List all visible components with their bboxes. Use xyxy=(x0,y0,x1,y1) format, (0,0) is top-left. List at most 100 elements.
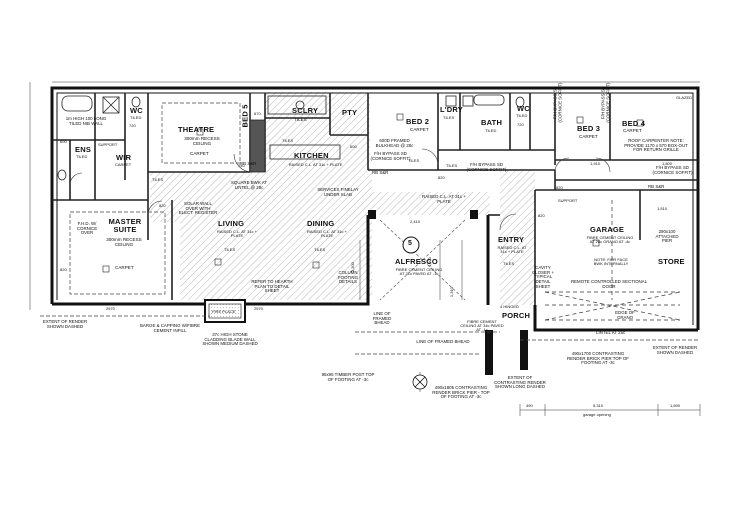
room-sclry: SCLRY xyxy=(292,106,319,115)
room-bed4: BED 4 xyxy=(622,119,646,128)
note-fh-bypass-5: F/H BYPASS SD (CORNICE SOFFIT) xyxy=(652,165,693,175)
fireplace xyxy=(204,299,246,323)
note-timber-post: 95x95 TIMBER POST TOP OF FOOTING AT -3c xyxy=(321,372,375,382)
room-porch: PORCH xyxy=(502,311,531,320)
note-render-pier: 490x1700 CONTRASTING RENDER BRICK PIER T… xyxy=(567,351,629,366)
note-hinged-door: 4 HINGED xyxy=(500,304,519,309)
note-line-framed-2: LINE OF FRAMED BHEAD xyxy=(416,339,470,344)
sclry-floor: TILES xyxy=(294,117,307,122)
tiles-hall2: TILES xyxy=(446,163,458,168)
room-ens: ENS xyxy=(75,145,92,154)
garage-door xyxy=(544,200,681,321)
dim-720b: 720 xyxy=(517,122,524,127)
living-floor: TILES xyxy=(224,247,236,252)
kitchen-ceiling: RAISED C.L. AT 31c + PLATE xyxy=(288,162,343,167)
room-theatre: THEATRE xyxy=(178,125,215,134)
ldry-floor: TILES xyxy=(443,115,455,120)
room-wir: WIR xyxy=(116,153,132,162)
master-floor: CARPET xyxy=(115,265,134,270)
dim-720a: 720 xyxy=(129,123,136,128)
dim-820e: 820 xyxy=(438,175,445,180)
room-pty: PTY xyxy=(342,108,358,117)
dim-1800: 1,800 xyxy=(662,161,673,166)
theatre-floor: CARPET xyxy=(190,151,209,156)
room-wc-right: WC xyxy=(517,104,530,113)
note-line-framed-1: LINE OF FRAMED BHEAD xyxy=(372,311,392,326)
note-extent-render-right: EXTENT OF RENDER SHOWN DASHED xyxy=(652,345,698,355)
fire-place-label: FIRE PLACE xyxy=(212,309,236,314)
dim-1690: 1,690 xyxy=(670,403,681,408)
garage-ceiling: FIBRE CEMENT CEILING AT 28c GRANO AT -4c xyxy=(586,235,634,245)
bathroom-fixtures xyxy=(57,94,525,181)
note-barge: BARGE & CAPPING W/FIBRE CEMENT INFILL xyxy=(140,323,201,333)
room-ldry: L'DRY xyxy=(440,105,463,114)
dim-1510: 1,510 xyxy=(657,206,668,211)
section-number: 5 xyxy=(408,240,413,247)
ens-floor: TILED xyxy=(76,154,88,159)
dim-1310: 1,310 xyxy=(448,287,454,298)
dining-floor: TILES xyxy=(314,247,326,252)
dim-1910: 1,910 xyxy=(590,161,601,166)
note-attached-pier: 290x100 ATTACHED PIER xyxy=(655,229,679,244)
note-extent-render-left: EXTENT OF RENDER SHOWN DASHED xyxy=(42,319,88,329)
external-walls xyxy=(50,86,700,332)
entry-floor: TILES xyxy=(503,261,515,266)
porch-ceiling: FIBRE CEMENT CEILING AT 34c PAVED AT -1c xyxy=(460,319,504,333)
note-refer-hearth: REFER TO HEARTH PLAN TO DETAIL SHEET xyxy=(251,279,293,294)
support-left: SUPPORT xyxy=(98,142,118,147)
entry-ceiling: RAISED C.L. AT 31c + PLATE xyxy=(497,245,527,255)
door-swings xyxy=(69,148,611,231)
dashed-ceiling-outlines xyxy=(40,102,700,355)
bath-floor: TILED xyxy=(485,128,497,133)
room-store: STORE xyxy=(658,257,685,266)
note-bulkhead: 600D FRAMED BULKHEAD @ 28c xyxy=(375,138,414,148)
note-fh-bypass-4: F/H BYPASS SD (CORNICE SOFFIT) xyxy=(600,82,610,123)
dim-3300: 3,300 xyxy=(349,262,355,273)
support-right: SUPPORT xyxy=(558,198,578,203)
room-garage: GARAGE xyxy=(590,225,625,234)
note-roof-carpenter: ROOF CARPENTER NOTE: PROVIDE 1170 x 570 … xyxy=(624,138,688,153)
note-fh-bypass-2: F/H BYPASS SD (CORNICE SOFFIT) xyxy=(466,162,507,172)
wir-floor: CARPET xyxy=(115,162,132,167)
dim-670: 670 xyxy=(254,111,261,116)
kitchen-fixtures xyxy=(249,95,341,173)
kitchen-floor: TILES xyxy=(282,138,294,143)
note-stone-cladding: 37c HIGH STONE CLADDING BLADE WALL SHOWN… xyxy=(202,332,258,347)
dim-820d: 820 xyxy=(556,185,563,190)
note-fh-bypass-1: F/H BYPASS SD (CORNICE SOFFIT) xyxy=(370,151,411,161)
light-markers xyxy=(102,113,644,273)
note-cavity-closer: CAVITY CLOSER + TYPICAL DETAIL SHEET xyxy=(532,265,554,289)
room-dining: DINING xyxy=(307,219,335,228)
dim-600a: 600 xyxy=(60,139,67,144)
theatre-ceiling: 300mm RECESS CEILING xyxy=(184,136,220,146)
note-rb-sar: RB S&R xyxy=(372,170,389,175)
note-garage-opening: garage opening xyxy=(583,412,611,417)
alfresco-posts xyxy=(368,210,528,375)
wc-left-floor: TILED xyxy=(130,115,142,120)
dim-4900: 4,900 xyxy=(426,257,432,268)
dim-740: 740 xyxy=(238,163,245,168)
note-services: SERVICES FINELAY UNDER SLAB xyxy=(317,187,359,197)
note-contrasting-pier: 490x1805 CONTRASTING RENDER BRICK PIER -… xyxy=(432,385,490,400)
internal-walls xyxy=(52,93,698,305)
room-master-suite: MASTER SUITE xyxy=(108,217,142,234)
dim-2570: 2570 xyxy=(106,306,115,311)
tiles-hall: TILES xyxy=(152,177,164,182)
garage-note: NOTE: FAIR FACE BWK INTERNALLY xyxy=(593,257,629,267)
section-marker xyxy=(402,236,428,390)
dining-ceiling: RAISED C.L. AT 31c + PLATE xyxy=(307,229,347,239)
note-solar: SOLAR WALL OVER WITH ELECT. REGISTER xyxy=(178,201,218,216)
dim-820b: 820 xyxy=(60,267,67,272)
living-ceiling: RAISED C.L. AT 31c + PLATE xyxy=(217,229,257,239)
master-ceiling: 300mm RECESS CEILING xyxy=(106,237,142,247)
note-nib-wall: 1m HIGH 100 LONG TILED NIB WALL xyxy=(65,116,107,126)
room-entry: ENTRY xyxy=(498,235,525,244)
wc-right-floor: TILED xyxy=(516,113,528,118)
alfresco-ceiling-lines xyxy=(379,219,466,301)
bed3-floor: CARPET xyxy=(579,134,598,139)
room-bed2: BED 2 xyxy=(406,117,430,126)
glazed-label: GLAZED xyxy=(676,95,693,100)
dim-820a: 820 xyxy=(159,203,166,208)
room-bed5: BED 5 xyxy=(240,104,250,128)
